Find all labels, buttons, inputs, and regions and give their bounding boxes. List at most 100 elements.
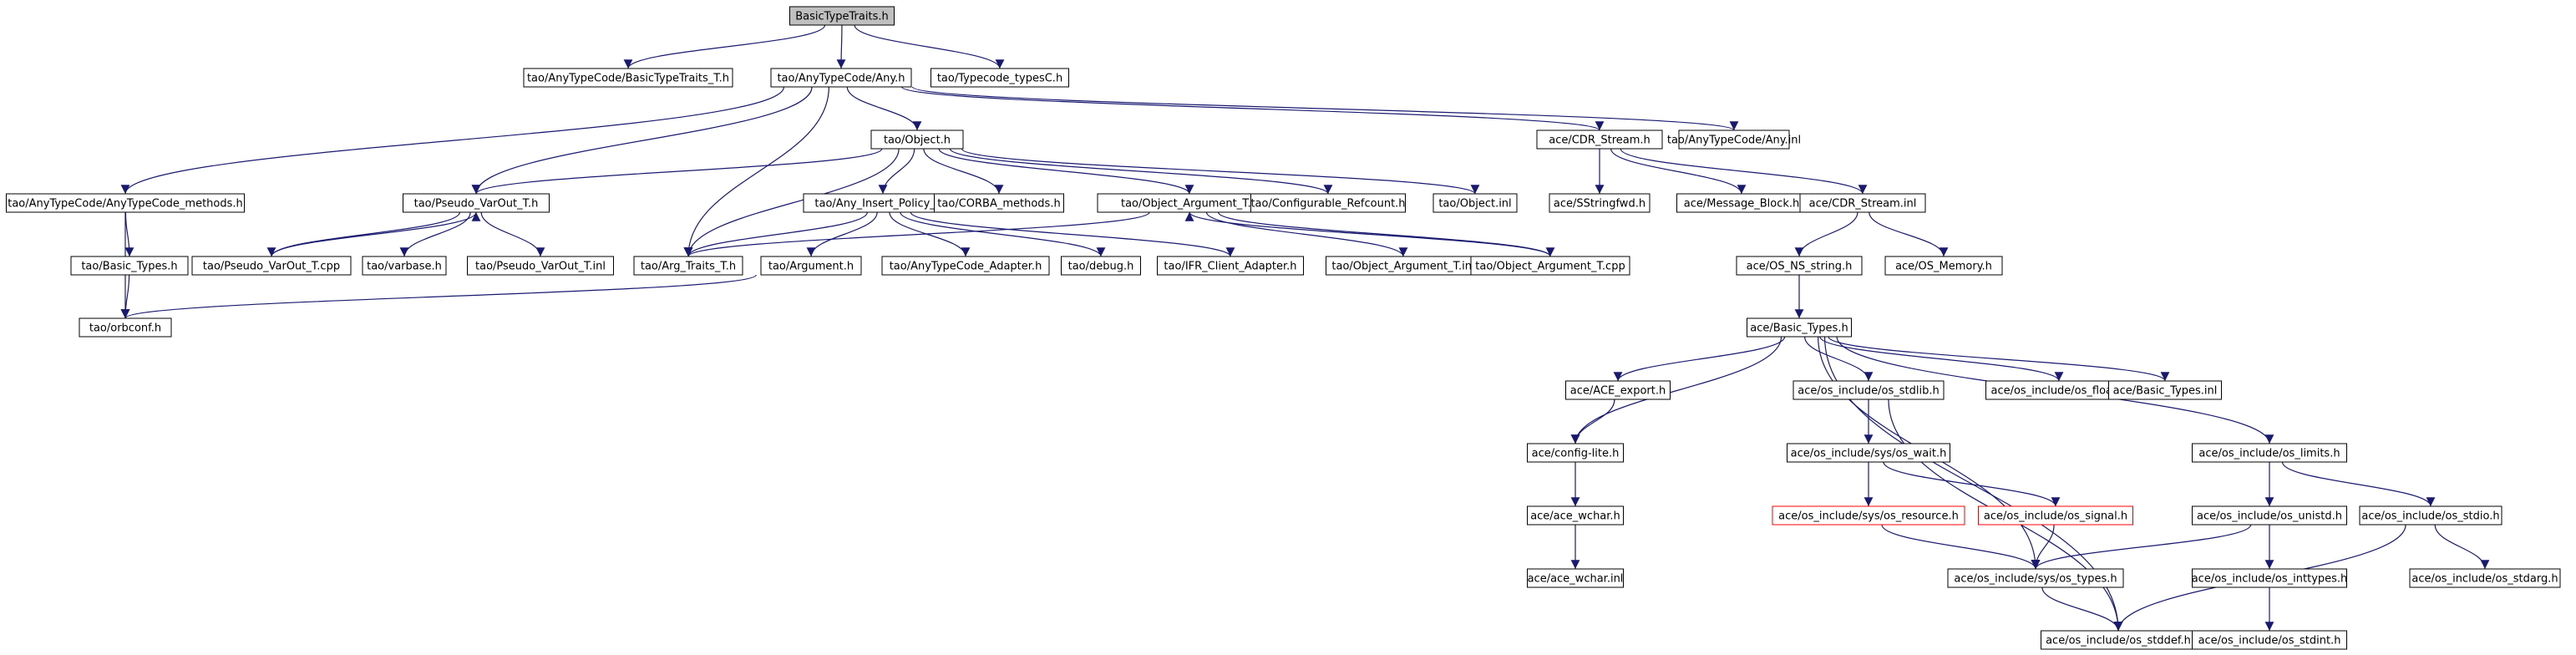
node-box — [1549, 193, 1651, 213]
node-tao-anytypecode-basictypetraits-t-h[interactable]: tao/AnyTypeCode/BasicTypeTraits_T.h — [523, 68, 733, 88]
node-box — [523, 68, 733, 88]
node-ace-os-include-os-float-h[interactable]: ace/os_include/os_float.h — [1985, 380, 2132, 400]
node-label: ace/os_include/sys/os_types.h — [1954, 573, 2117, 586]
node-ace-basic-types-h[interactable]: ace/Basic_Types.h — [1747, 317, 1852, 338]
node-label: tao/Configurable_Refcount.h — [1250, 198, 1405, 211]
node-ace-os-include-os-signal-h[interactable]: ace/os_include/os_signal.h — [1978, 505, 2133, 526]
node-ace-ace-export-h[interactable]: ace/ACE_export.h — [1565, 380, 1671, 400]
edge-n9-to-n25 — [910, 211, 1235, 257]
edge-n31-to-n32 — [1613, 336, 1786, 382]
node-tao-typecode-typesc-h[interactable]: tao/Typecode_typesC.h — [931, 68, 1069, 88]
node-box — [1470, 256, 1630, 276]
node-ace-cdr-stream-h[interactable]: ace/CDR_Stream.h — [1536, 129, 1663, 150]
node-ace-os-include-sys-os-resource-h[interactable]: ace/os_include/sys/os_resource.h — [1772, 505, 1965, 526]
node-label: ace/os_include/os_stdint.h — [2198, 635, 2341, 647]
node-box — [191, 256, 352, 276]
node-ace-os-include-os-stdio-h[interactable]: ace/os_include/os_stdio.h — [2359, 505, 2502, 526]
edge-n4-to-n11 — [938, 148, 1194, 195]
node-tao-orbconf-h[interactable]: tao/orbconf.h — [79, 317, 172, 338]
node-tao-any-insert-policy-t-h[interactable]: tao/Any_Insert_Policy_T.h — [803, 193, 963, 213]
node-tao-arg-traits-t-h[interactable]: tao/Arg_Traits_T.h — [633, 256, 743, 276]
node-tao-basic-types-h[interactable]: tao/Basic_Types.h — [70, 256, 189, 276]
node-box — [467, 256, 614, 276]
node-ace-config-lite-h[interactable]: ace/config-lite.h — [1527, 443, 1624, 463]
node-label: ace/OS_Memory.h — [1895, 261, 1992, 273]
node-tao-anytypecode-any-inl[interactable]: tao/AnyTypeCode/Any.inl — [1667, 129, 1801, 150]
node-tao-object-argument-t-h[interactable]: tao/Object_Argument_T.h — [1097, 193, 1282, 213]
edge-n40-to-n45 — [1881, 524, 2041, 570]
node-tao-debug-h[interactable]: tao/debug.h — [1061, 256, 1141, 276]
node-tao-anytypecode-adapter-h[interactable]: tao/AnyTypeCode_Adapter.h — [881, 256, 1050, 276]
node-tao-argument-h[interactable]: tao/Argument.h — [760, 256, 862, 276]
node-box — [403, 193, 550, 213]
node-box — [1747, 317, 1852, 338]
node-ace-cdr-stream-inl[interactable]: ace/CDR_Stream.inl — [1799, 193, 1926, 213]
node-box — [633, 256, 743, 276]
node-ace-os-ns-string-h[interactable]: ace/OS_NS_string.h — [1736, 256, 1863, 276]
edge-n43-to-n47 — [2434, 524, 2490, 570]
node-box — [362, 256, 447, 276]
node-ace-os-include-os-unistd-h[interactable]: ace/os_include/os_unistd.h — [2192, 505, 2347, 526]
node-ace-sstringfwd-h[interactable]: ace/SStringfwd.h — [1549, 193, 1651, 213]
node-label: ace/os_include/os_stdio.h — [2361, 510, 2499, 523]
node-tao-pseudo-varout-t-inl[interactable]: tao/Pseudo_VarOut_T.inl — [467, 256, 614, 276]
node-label: ace/os_include/os_signal.h — [1984, 510, 2127, 523]
node-ace-os-include-os-inttypes-h[interactable]: ace/os_include/os_inttypes.h — [2192, 568, 2348, 588]
node-box — [1884, 256, 2003, 276]
node-ace-message-block-h[interactable]: ace/Message_Block.h — [1676, 193, 1807, 213]
node-label: ace/CDR_Stream.inl — [1809, 198, 1917, 211]
node-label: ace/CDR_Stream.h — [1549, 135, 1651, 147]
node-ace-basic-types-inl[interactable]: ace/Basic_Types.inl — [2108, 380, 2222, 400]
node-label: tao/Object_Argument_T.h — [1121, 198, 1258, 211]
node-box — [1157, 256, 1304, 276]
node-label: ace/ace_wchar.h — [1530, 510, 1620, 523]
edge-n37-to-n41 — [1883, 461, 2061, 507]
edge-n31-to-n33 — [1804, 336, 1874, 382]
node-ace-os-include-sys-os-types-h[interactable]: ace/os_include/sys/os_types.h — [1947, 568, 2124, 588]
node-ace-ace-wchar-inl[interactable]: ace/ace_wchar.inl — [1527, 568, 1624, 588]
node-label: ace/os_include/sys/os_resource.h — [1778, 510, 1959, 523]
node-label: tao/Any_Insert_Policy_T.h — [814, 198, 951, 211]
node-box — [1527, 443, 1624, 463]
node-ace-os-include-os-limits-h[interactable]: ace/os_include/os_limits.h — [2192, 443, 2347, 463]
edge-n4-to-n8 — [471, 148, 883, 195]
node-tao-pseudo-varout-t-cpp[interactable]: tao/Pseudo_VarOut_T.cpp — [191, 256, 352, 276]
node-ace-os-include-os-stdarg-h[interactable]: ace/os_include/os_stdarg.h — [2409, 568, 2561, 588]
node-tao-varbase-h[interactable]: tao/varbase.h — [362, 256, 447, 276]
edge-n31-to-n34 — [1819, 336, 2064, 382]
edge-n4-to-n10 — [923, 148, 1004, 195]
node-ace-os-include-os-stdlib-h[interactable]: ace/os_include/os_stdlib.h — [1793, 380, 1945, 400]
edge-n31-to-n35 — [1828, 336, 2170, 382]
edge-n4-to-n12 — [949, 148, 1333, 195]
edge-n45-to-n48 — [2041, 586, 2123, 632]
node-ace-os-include-os-stdint-h[interactable]: ace/os_include/os_stdint.h — [2192, 630, 2347, 650]
node-ace-os-include-sys-os-wait-h[interactable]: ace/os_include/sys/os_wait.h — [1787, 443, 1950, 463]
node-tao-object-h[interactable]: tao/Object.h — [870, 129, 964, 150]
node-tao-object-inl[interactable]: tao/Object.inl — [1433, 193, 1518, 213]
node-tao-pseudo-varout-t-h[interactable]: tao/Pseudo_VarOut_T.h — [403, 193, 550, 213]
node-label: ace/Message_Block.h — [1684, 198, 1800, 211]
node-tao-anytypecode-anytypecode-methods-h[interactable]: tao/AnyTypeCode/AnyTypeCode_methods.h — [6, 193, 245, 213]
node-tao-configurable-refcount-h[interactable]: tao/Configurable_Refcount.h — [1250, 193, 1406, 213]
node-tao-object-argument-t-cpp[interactable]: tao/Object_Argument_T.cpp — [1470, 256, 1630, 276]
node-ace-os-include-os-stddef-h[interactable]: ace/os_include/os_stddef.h — [2041, 630, 2196, 650]
header-file-nodes: BasicTypeTraits.htao/AnyTypeCode/BasicTy… — [6, 6, 2561, 650]
node-label: tao/IFR_Client_Adapter.h — [1164, 261, 1296, 273]
edge-n17-to-n30 — [120, 274, 130, 319]
edge-n22-to-n30 — [120, 274, 757, 319]
node-box — [79, 317, 172, 338]
node-tao-object-argument-t-inl[interactable]: tao/Object_Argument_T.inl — [1326, 256, 1481, 276]
node-tao-ifr-client-adapter-h[interactable]: tao/IFR_Client_Adapter.h — [1157, 256, 1304, 276]
edge-n4-to-n21 — [683, 148, 900, 257]
node-tao-corba-methods-h[interactable]: tao/CORBA_methods.h — [934, 193, 1064, 213]
node-ace-os-memory-h[interactable]: ace/OS_Memory.h — [1884, 256, 2003, 276]
node-label: ace/os_include/os_stdlib.h — [1798, 385, 1939, 398]
node-box — [881, 256, 1050, 276]
node-box — [1433, 193, 1518, 213]
node-ace-ace-wchar-h[interactable]: ace/ace_wchar.h — [1527, 505, 1624, 526]
edge-n2-to-n5 — [901, 86, 1605, 131]
node-label: ace/os_include/os_stdarg.h — [2411, 573, 2558, 586]
node-tao-anytypecode-any-h[interactable]: tao/AnyTypeCode/Any.h — [770, 68, 912, 88]
edge-n2-to-n8 — [471, 86, 813, 195]
